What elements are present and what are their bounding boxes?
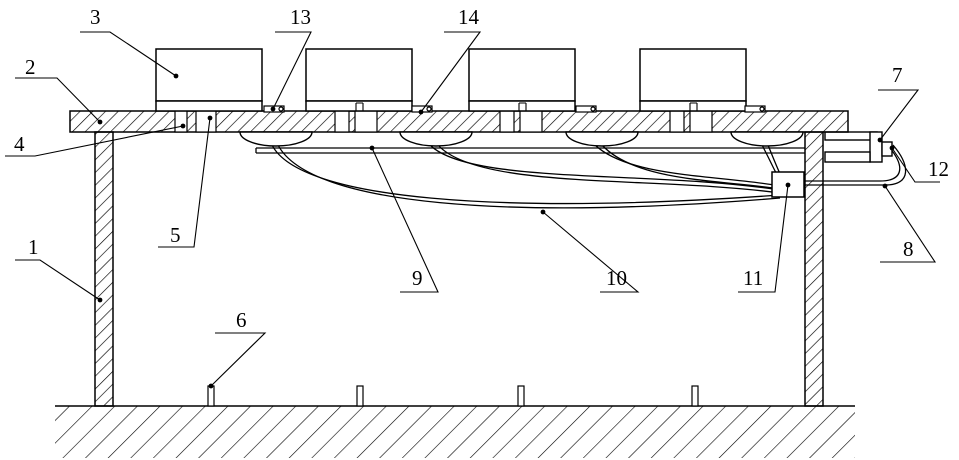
- callout-11: 11: [743, 266, 763, 290]
- callout-13: 13: [290, 5, 311, 29]
- ground-stakes: [208, 386, 698, 406]
- callout-8: 8: [903, 237, 914, 261]
- callout-9: 9: [412, 266, 423, 290]
- support-legs: [95, 132, 823, 406]
- top-plate: [70, 111, 848, 132]
- callout-14: 14: [458, 5, 480, 29]
- spray-pipe: [256, 148, 805, 153]
- spray-nozzles: [240, 132, 803, 146]
- callout-4: 4: [14, 132, 25, 156]
- callout-1: 1: [28, 235, 39, 259]
- ground: [55, 406, 855, 458]
- callout-2: 2: [25, 55, 36, 79]
- side-bracket: [825, 132, 892, 162]
- callout-10: 10: [606, 266, 627, 290]
- callout-3: 3: [90, 5, 101, 29]
- cables: [272, 145, 782, 208]
- callout-7: 7: [892, 63, 903, 87]
- callout-12: 12: [928, 157, 949, 181]
- callout-6: 6: [236, 308, 247, 332]
- callout-5: 5: [170, 223, 181, 247]
- modules: [156, 49, 746, 111]
